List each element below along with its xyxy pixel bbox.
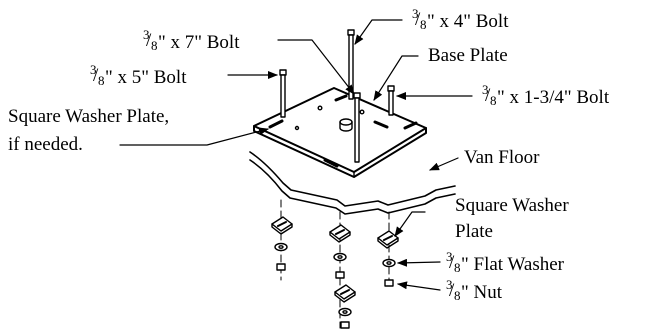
- fraction-denominator: 8: [454, 260, 461, 275]
- label-square-washer-plate-if-needed-line2: if needed.: [8, 134, 83, 155]
- flat-washer-middle: [333, 252, 347, 262]
- label-flat-washer: 3/8" Flat Washer: [446, 249, 564, 275]
- fraction-denominator: 8: [420, 17, 427, 32]
- nut-lower: [340, 321, 350, 329]
- fraction-numerator: 3: [412, 6, 419, 21]
- label-van-floor: Van Floor: [464, 147, 540, 168]
- label-bolt-5-inch: 3/8" x 5" Bolt: [90, 62, 187, 88]
- label-text: " Flat Washer: [461, 254, 564, 275]
- nut-middle: [335, 271, 345, 279]
- label-bolt-4-inch: 3/8" x 4" Bolt: [412, 6, 509, 32]
- nut-left: [276, 263, 286, 271]
- square-washer-plate-right: [377, 230, 399, 249]
- nut-right: [384, 279, 394, 287]
- label-square-washer-plate-line1: Square Washer: [455, 195, 569, 216]
- label-square-washer-plate-if-needed-line1: Square Washer Plate,: [8, 106, 170, 127]
- bolt-7-inch: [353, 92, 361, 163]
- label-square-washer-plate-line2: Plate: [455, 221, 493, 242]
- flat-washer-left: [274, 242, 288, 252]
- bolt-5-inch: [279, 69, 287, 118]
- bolt-4-inch: [347, 29, 355, 100]
- fraction-denominator: 8: [98, 73, 105, 88]
- fraction-numerator: 3: [446, 249, 453, 264]
- base-plate: [253, 87, 427, 178]
- label-bolt-7-inch: 3/8" x 7" Bolt: [143, 27, 240, 53]
- leader-lines: [119, 19, 473, 291]
- label-nut: 3/8" Nut: [446, 277, 503, 303]
- label-text: " x 1-3/4" Bolt: [497, 87, 610, 108]
- fraction-numerator: 3: [143, 27, 150, 42]
- square-washer-plate-lower: [334, 284, 356, 303]
- label-text: " x 7" Bolt: [158, 32, 240, 53]
- label-text: " x 5" Bolt: [105, 67, 187, 88]
- fraction-numerator: 3: [90, 62, 97, 77]
- square-washer-plate-left: [271, 216, 293, 235]
- van-floor: [249, 151, 456, 215]
- label-text: " Nut: [461, 282, 503, 303]
- fraction-denominator: 8: [454, 288, 461, 303]
- flat-washer-lower: [338, 307, 352, 317]
- fraction-numerator: 3: [446, 277, 453, 292]
- label-text: " x 4" Bolt: [427, 11, 509, 32]
- bolt-1-3-4-inch: [387, 85, 395, 116]
- square-washer-plate-middle: [329, 224, 351, 243]
- fraction-denominator: 8: [151, 38, 158, 53]
- label-base-plate: Base Plate: [428, 45, 508, 66]
- fraction-denominator: 8: [490, 93, 497, 108]
- bolt-centerlines: [280, 199, 390, 329]
- fraction-numerator: 3: [482, 82, 489, 97]
- label-bolt-1-3-4-inch: 3/8" x 1-3/4" Bolt: [482, 82, 610, 108]
- flat-washer-right: [382, 258, 396, 268]
